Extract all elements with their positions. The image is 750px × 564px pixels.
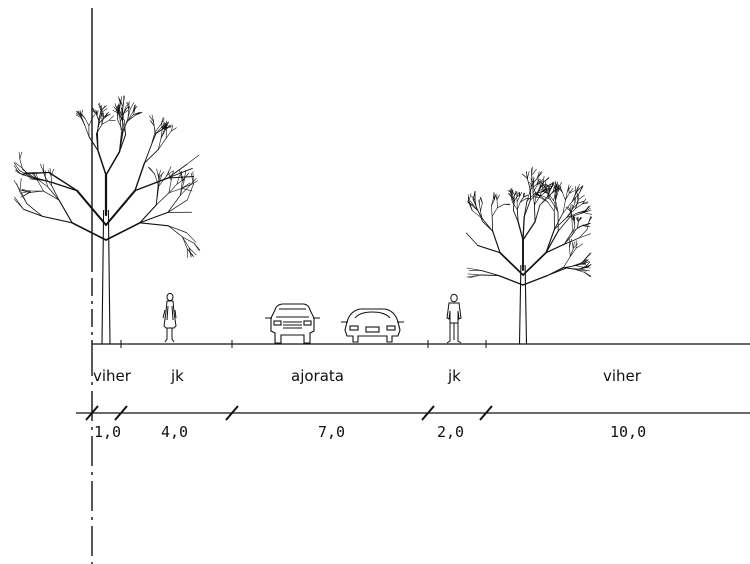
zone-label-jk-left: jk	[170, 367, 184, 385]
zone-boundary-ticks	[120, 340, 487, 348]
dimension-label-viher-left: 1,0	[94, 423, 121, 441]
dimension-label-jk-left: 4,0	[161, 423, 188, 441]
zone-label-viher-left: viher	[93, 367, 132, 385]
pedestrian-woman-icon	[162, 292, 177, 343]
dimension-label-viher-right: 10,0	[610, 423, 646, 441]
dimension-line	[76, 405, 750, 421]
tree-large-left-icon	[13, 95, 201, 345]
tree-right-icon	[465, 166, 593, 345]
pedestrian-man-icon	[446, 293, 462, 344]
zone-label-jk-right: jk	[447, 367, 461, 385]
zone-label-ajorata: ajorata	[291, 367, 344, 385]
car-rear-view-icon	[341, 308, 404, 343]
dimension-label-ajorata: 7,0	[318, 423, 345, 441]
zone-label-viher-right: viher	[603, 367, 642, 385]
dimension-label-jk-right: 2,0	[437, 423, 464, 441]
car-front-view-icon	[265, 303, 320, 344]
